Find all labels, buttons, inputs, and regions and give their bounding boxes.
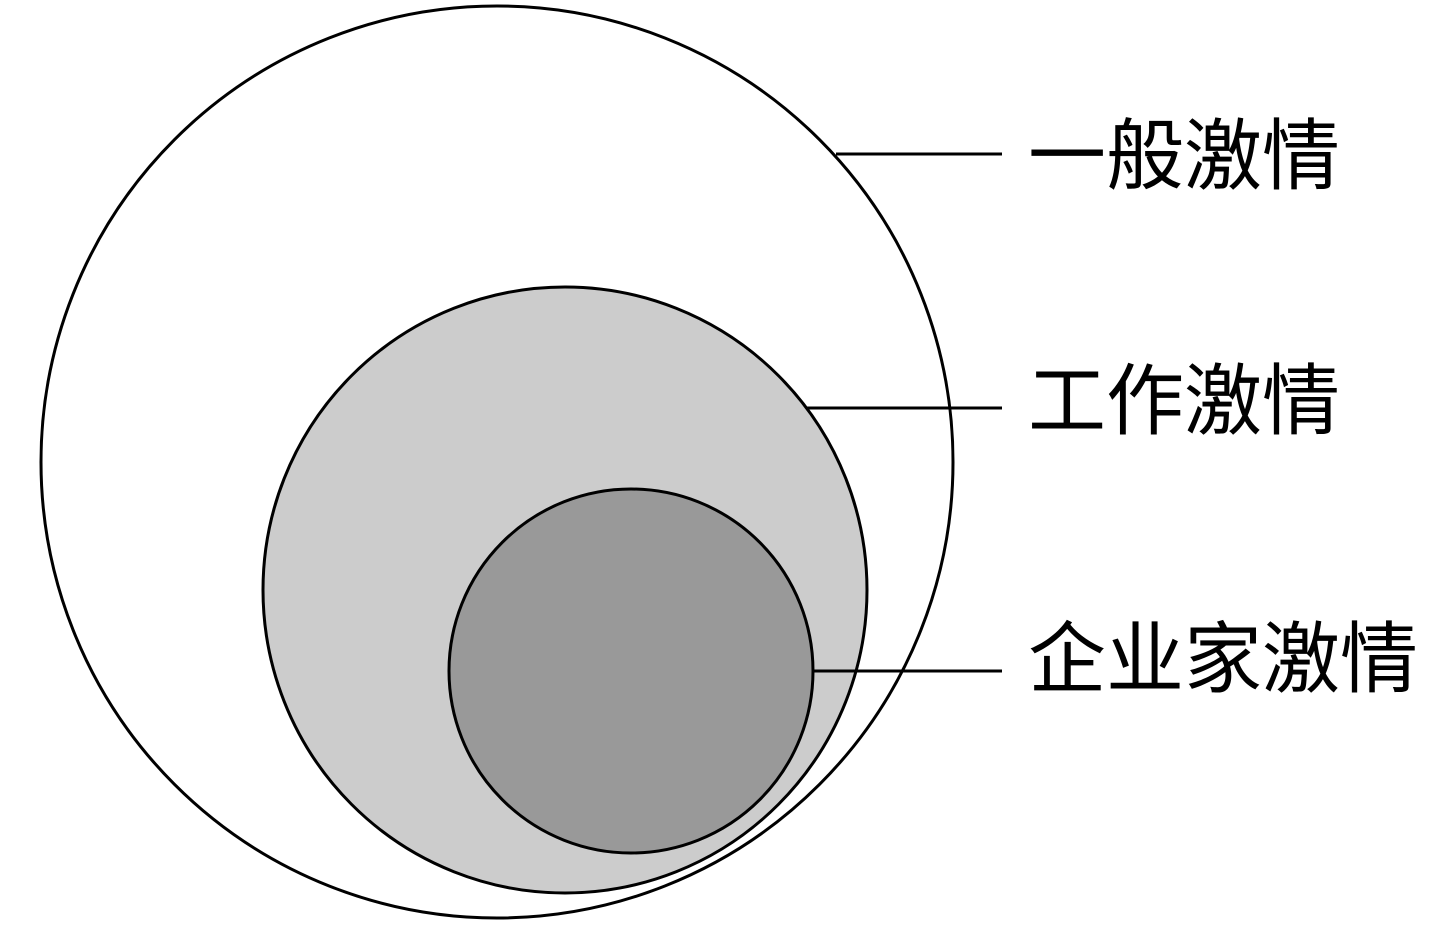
work-passion-label: 工作激情 <box>1028 357 1340 447</box>
entrepreneurial-passion-label: 企业家激情 <box>1028 615 1418 705</box>
entrepreneurial-passion-circle <box>447 487 815 855</box>
general-passion-label: 一般激情 <box>1028 112 1340 202</box>
